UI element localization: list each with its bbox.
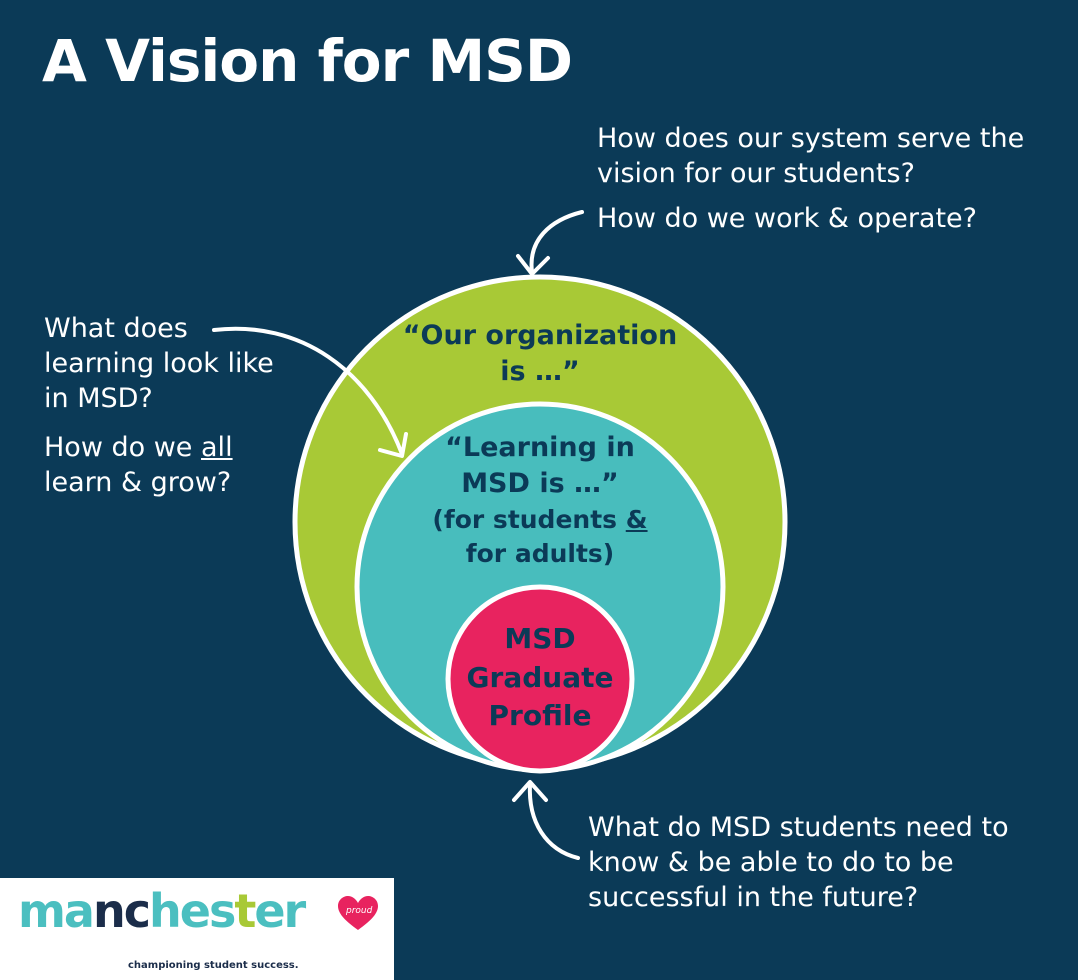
logo-part-1: ma bbox=[18, 884, 95, 938]
learning-questions: What does learning look like in MSD? How… bbox=[44, 311, 284, 500]
manchester-logo: manchester proud championing student suc… bbox=[0, 878, 394, 980]
middle-circle-label-line3-pre: (for students bbox=[432, 504, 626, 534]
system-question-2: How do we work & operate? bbox=[597, 203, 978, 235]
outer-circle-label: “Our organization is …” bbox=[390, 318, 690, 391]
inner-circle-label-line2: Graduate bbox=[466, 660, 614, 694]
middle-circle-label-line2: MSD is …” bbox=[461, 468, 619, 500]
learning-question-2: How do we all learn & grow? bbox=[44, 430, 284, 500]
arrow-to-middle-circle bbox=[212, 326, 408, 458]
inner-circle-label: MSD Graduate Profile bbox=[450, 620, 630, 736]
learning-question-2-pre: How do we bbox=[44, 432, 202, 464]
middle-circle-label-line4: for adults) bbox=[465, 538, 615, 568]
learning-question-2-underlined: all bbox=[201, 432, 233, 464]
middle-circle-label-line3-underlined: & bbox=[625, 504, 648, 534]
arrow-to-outer-circle bbox=[516, 210, 584, 276]
middle-circle-label-line1: “Learning in bbox=[445, 432, 635, 463]
logo-badge: proud bbox=[346, 906, 373, 916]
inner-circle bbox=[445, 584, 635, 774]
logo-part-4: t bbox=[234, 884, 256, 938]
outer-circle-label-line1: “Our organization bbox=[402, 320, 678, 351]
students-question: What do MSD students need to know & be a… bbox=[588, 810, 1058, 915]
inner-circle-label-line1: MSD bbox=[504, 622, 576, 655]
logo-wordmark: manchester bbox=[18, 888, 306, 934]
learning-question-1: What does learning look like in MSD? bbox=[44, 313, 274, 415]
learning-question-2-post: learn & grow? bbox=[44, 467, 232, 499]
outer-circle-label-line2: is …” bbox=[500, 356, 580, 388]
system-questions: How does our system serve the vision for… bbox=[597, 121, 1067, 236]
logo-tagline: championing student success. bbox=[128, 960, 299, 971]
logo-part-2: nc bbox=[92, 884, 151, 938]
students-question-text: What do MSD students need to know & be a… bbox=[588, 812, 1009, 914]
logo-part-3: hes bbox=[149, 884, 236, 938]
middle-circle-label-line3: (for students & bbox=[400, 503, 680, 537]
system-question-1: How does our system serve the vision for… bbox=[597, 123, 1025, 190]
middle-circle-label: “Learning in MSD is …” (for students & f… bbox=[400, 430, 680, 570]
arrow-to-inner-circle bbox=[512, 780, 580, 860]
page-title: A Vision for MSD bbox=[42, 27, 573, 95]
logo-part-5: er bbox=[254, 884, 306, 938]
heart-icon bbox=[338, 896, 378, 930]
inner-circle-label-line3: Profile bbox=[488, 699, 592, 733]
